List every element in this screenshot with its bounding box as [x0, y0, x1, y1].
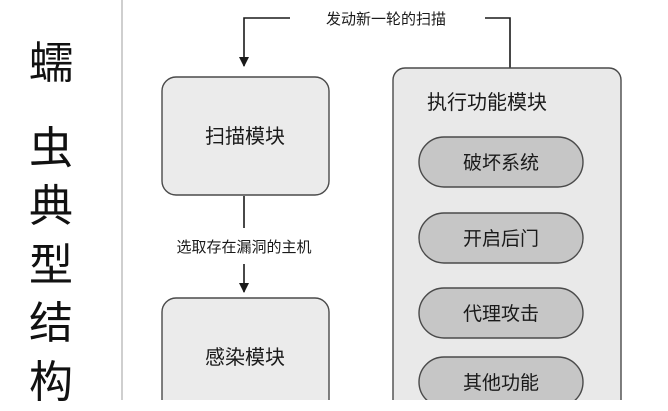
divider	[121, 0, 123, 400]
exec-item-label: 开启后门	[463, 228, 539, 250]
loop-connector-right	[485, 17, 511, 68]
exec-item-pill	[418, 287, 584, 339]
scan-module-box	[161, 76, 330, 196]
scan-module-label: 扫描模块	[205, 124, 285, 148]
side-title-char: 结	[29, 298, 73, 349]
exec-item-pill	[418, 356, 584, 400]
loop-label: 发动新一轮的扫描	[326, 10, 446, 28]
side-title-char: 虫	[29, 123, 73, 174]
exec-item-pill	[418, 136, 584, 188]
exec-item-label: 其他功能	[463, 372, 539, 394]
side-title-char: 典	[29, 181, 73, 232]
side-title-char: 蠕	[29, 38, 73, 89]
loop-arrow	[239, 17, 290, 67]
exec-item-label: 破坏系统	[463, 152, 539, 174]
exec-item-pill	[418, 212, 584, 264]
worm-structure-diagram: 发动新一轮的扫描 扫描模块 选取存在漏洞的主机 感染模块 执行功能模块 破坏系统…	[161, 10, 622, 400]
infect-module-label: 感染模块	[205, 345, 285, 369]
side-title-char: 型	[29, 240, 73, 291]
side-title: 蠕 虫 典 型 结 构	[0, 0, 120, 408]
select-label: 选取存在漏洞的主机	[176, 238, 311, 256]
exec-item-label: 代理攻击	[463, 303, 539, 325]
infect-module-box	[161, 297, 330, 400]
exec-module-title: 执行功能模块	[427, 90, 547, 114]
